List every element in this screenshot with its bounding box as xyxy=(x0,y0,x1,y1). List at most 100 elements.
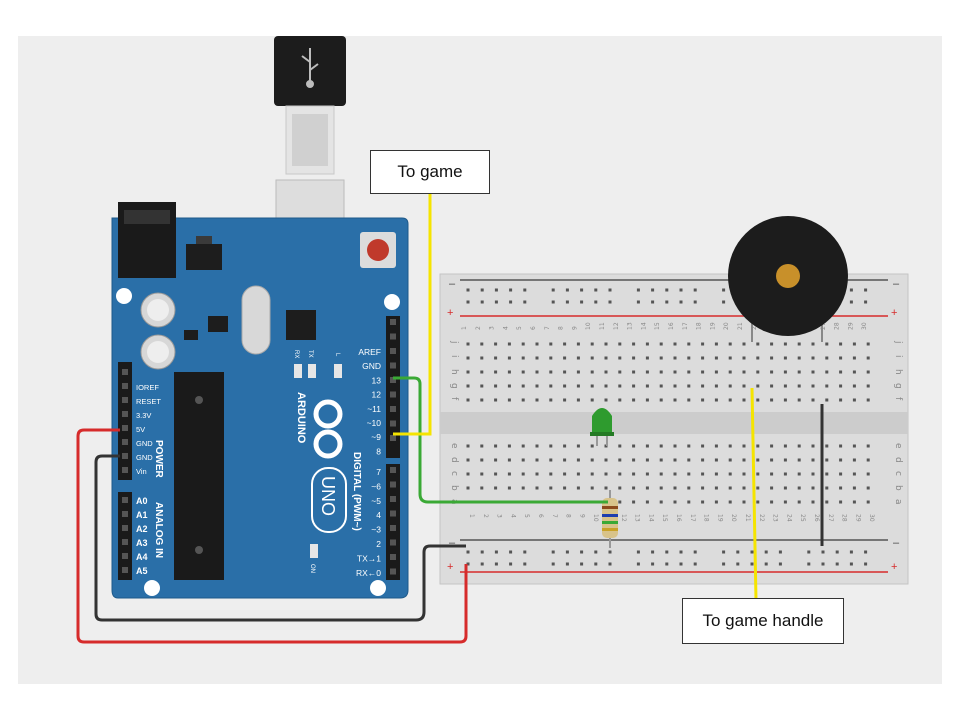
breadboard-hole xyxy=(756,342,760,346)
breadboard-column-number: 4 xyxy=(502,326,509,330)
mounting-hole xyxy=(370,580,386,596)
breadboard-hole xyxy=(604,370,608,374)
breadboard-hole xyxy=(494,472,498,476)
usb-cable xyxy=(274,36,346,273)
breadboard-column-number: 18 xyxy=(703,514,710,522)
breadboard-hole xyxy=(673,444,677,448)
breadboard-hole xyxy=(659,486,663,490)
breadboard-column-number: 19 xyxy=(709,322,716,330)
breadboard-hole xyxy=(722,288,726,292)
breadboard-column-number: 26 xyxy=(813,514,820,522)
breadboard-hole xyxy=(728,472,732,476)
breadboard-column-number: 8 xyxy=(558,326,565,330)
breadboard-column-number: 14 xyxy=(647,514,654,522)
breadboard-hole xyxy=(728,342,732,346)
breadboard-hole xyxy=(665,288,669,292)
analog-header xyxy=(118,492,132,580)
breadboard-hole xyxy=(783,398,787,402)
breadboard-column-number: 27 xyxy=(820,322,827,330)
breadboard-hole xyxy=(565,550,569,554)
breadboard-hole xyxy=(480,398,484,402)
breadboard-hole xyxy=(480,288,484,292)
breadboard-hole xyxy=(722,562,726,566)
breadboard-hole xyxy=(742,486,746,490)
breadboard-hole xyxy=(811,384,815,388)
breadboard-hole xyxy=(852,458,856,462)
breadboard-hole xyxy=(466,486,470,490)
breadboard-hole xyxy=(839,384,843,388)
breadboard-hole xyxy=(466,398,470,402)
breadboard-hole xyxy=(494,550,498,554)
breadboard-hole xyxy=(480,356,484,360)
breadboard-row-letter: b xyxy=(449,485,459,491)
breadboard-hole xyxy=(659,458,663,462)
breadboard-column-number: 7 xyxy=(544,326,551,330)
breadboard-hole xyxy=(551,550,555,554)
breadboard-hole xyxy=(783,370,787,374)
breadboard-hole xyxy=(736,550,740,554)
breadboard-hole xyxy=(535,342,539,346)
breadboard-hole xyxy=(507,342,511,346)
breadboard-hole xyxy=(563,370,567,374)
breadboard-hole xyxy=(618,384,622,388)
breadboard-hole xyxy=(576,384,580,388)
header-hole xyxy=(390,391,396,398)
breadboard-hole xyxy=(701,458,705,462)
breadboard-hole xyxy=(576,398,580,402)
breadboard-hole xyxy=(756,370,760,374)
breadboard-column-number: 10 xyxy=(592,514,599,522)
header-hole xyxy=(390,525,396,531)
digital-pin-label: GND xyxy=(362,361,381,371)
breadboard-hole xyxy=(783,500,787,504)
breadboard-hole xyxy=(728,370,732,374)
breadboard-hole xyxy=(466,444,470,448)
breadboard-hole xyxy=(535,472,539,476)
rail-minus-top-right: – xyxy=(893,278,900,290)
breadboard-hole xyxy=(507,486,511,490)
power-pin-label: IOREF xyxy=(136,383,159,392)
breadboard-hole xyxy=(783,342,787,346)
breadboard-hole xyxy=(778,550,782,554)
breadboard-column-number: 1 xyxy=(468,514,475,518)
breadboard-hole xyxy=(770,356,774,360)
breadboard-hole xyxy=(770,370,774,374)
breadboard-hole xyxy=(632,342,636,346)
breadboard-hole xyxy=(563,384,567,388)
breadboard-hole xyxy=(756,500,760,504)
breadboard-column-number: 6 xyxy=(530,326,537,330)
power-header xyxy=(118,362,132,480)
uno-badge xyxy=(311,467,347,533)
breadboard-hole xyxy=(632,444,636,448)
breadboard-hole xyxy=(466,562,470,566)
breadboard-hole xyxy=(770,458,774,462)
breadboard-hole xyxy=(632,356,636,360)
rail-plus-bottom-left: + xyxy=(447,561,453,573)
mounting-hole xyxy=(116,288,132,304)
breadboard-hole xyxy=(480,384,484,388)
breadboard-hole xyxy=(507,398,511,402)
breadboard-hole xyxy=(693,562,697,566)
breadboard-hole xyxy=(563,398,567,402)
header-hole xyxy=(122,467,128,473)
breadboard-column-number: 28 xyxy=(841,514,848,522)
breadboard-hole xyxy=(494,300,498,304)
analog-pin-label: A4 xyxy=(136,552,148,562)
power-pin-label: Vin xyxy=(136,467,147,476)
breadboard-hole xyxy=(509,288,513,292)
breadboard-hole xyxy=(580,300,584,304)
breadboard-hole xyxy=(507,444,511,448)
arduino-brand-label: ARDUINO xyxy=(295,392,307,444)
breadboard-hole xyxy=(866,356,870,360)
mounting-hole xyxy=(144,580,160,596)
breadboard-hole xyxy=(494,288,498,292)
breadboard-hole xyxy=(604,486,608,490)
breadboard-row-letter: c xyxy=(893,471,903,476)
breadboard-row-letter: h xyxy=(893,369,903,375)
breadboard-hole xyxy=(608,550,612,554)
header-hole xyxy=(390,362,396,369)
breadboard-column-number: 12 xyxy=(613,322,620,330)
breadboard-hole xyxy=(835,550,839,554)
breadboard-hole xyxy=(728,398,732,402)
breadboard-hole xyxy=(480,342,484,346)
